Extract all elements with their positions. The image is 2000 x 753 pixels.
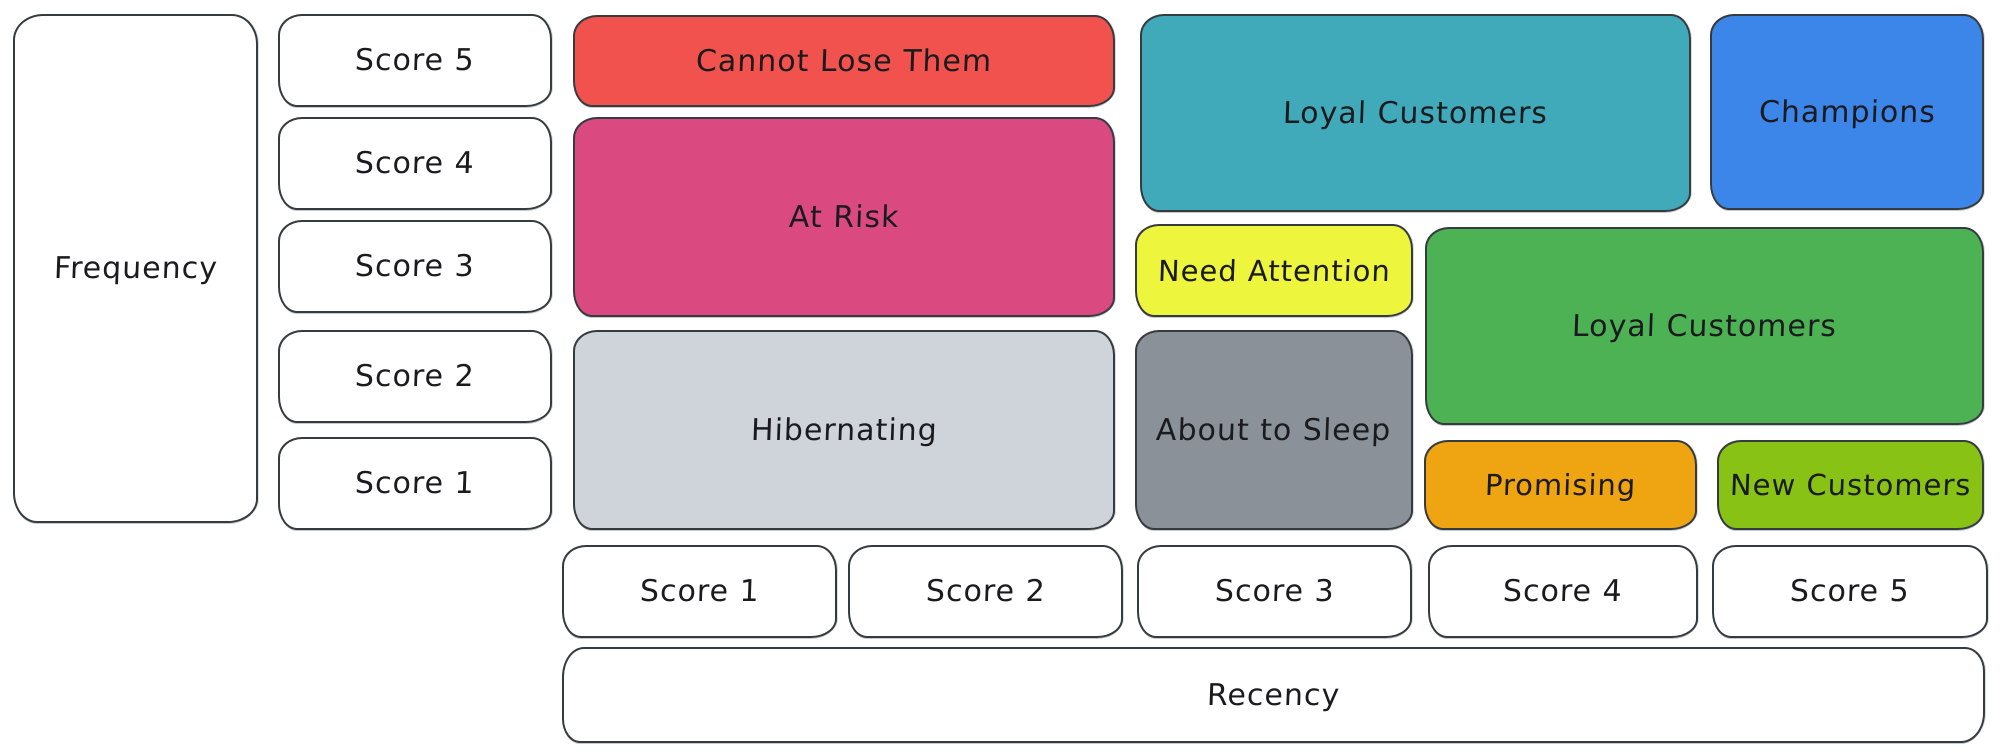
segment-promising: Promising xyxy=(1424,440,1697,530)
frequency-score-5-label: Score 5 xyxy=(354,43,476,78)
segment-loyal-customers-top: Loyal Customers xyxy=(1140,14,1691,212)
segment-label: Promising xyxy=(1484,468,1637,502)
segment-about-to-sleep: About to Sleep xyxy=(1135,330,1413,530)
segment-champions: Champions xyxy=(1710,14,1984,210)
frequency-score-3-box: Score 3 xyxy=(278,220,552,313)
segment-label: New Customers xyxy=(1729,468,1972,502)
recency-score-3-label: Score 3 xyxy=(1214,574,1335,609)
recency-score-2-box: Score 2 xyxy=(848,545,1123,638)
frequency-score-2-box: Score 2 xyxy=(278,330,552,423)
recency-axis-label-box: Recency xyxy=(562,647,1985,743)
segment-need-attention: Need Attention xyxy=(1135,224,1413,317)
frequency-score-2-label: Score 2 xyxy=(354,359,476,394)
recency-score-4-box: Score 4 xyxy=(1428,545,1698,638)
frequency-axis-label: Frequency xyxy=(52,251,219,286)
frequency-score-1-label: Score 1 xyxy=(354,466,476,501)
segment-label: Champions xyxy=(1757,94,1937,130)
segment-label: Hibernating xyxy=(749,412,938,448)
frequency-score-4-label: Score 4 xyxy=(354,146,476,181)
frequency-axis-label-box: Frequency xyxy=(13,14,258,523)
segment-label: Need Attention xyxy=(1156,253,1392,288)
segment-label: Cannot Lose Them xyxy=(695,43,993,79)
segment-label: Loyal Customers xyxy=(1571,308,1838,344)
frequency-score-4-box: Score 4 xyxy=(278,117,552,210)
segment-label: About to Sleep xyxy=(1155,412,1393,448)
segment-loyal-customers-mid: Loyal Customers xyxy=(1425,227,1984,425)
frequency-score-5-box: Score 5 xyxy=(278,14,552,107)
recency-score-1-box: Score 1 xyxy=(562,545,837,638)
frequency-score-1-box: Score 1 xyxy=(278,437,552,530)
recency-score-3-box: Score 3 xyxy=(1137,545,1412,638)
recency-score-5-box: Score 5 xyxy=(1712,545,1988,638)
frequency-score-3-label: Score 3 xyxy=(354,249,476,284)
recency-axis-label: Recency xyxy=(1206,677,1341,713)
recency-score-1-label: Score 1 xyxy=(639,574,760,609)
segment-at-risk: At Risk xyxy=(573,117,1115,317)
recency-score-5-label: Score 5 xyxy=(1789,574,1911,609)
segment-hibernating: Hibernating xyxy=(573,330,1115,530)
segment-label: At Risk xyxy=(788,199,900,235)
segment-new-customers: New Customers xyxy=(1717,440,1984,530)
segment-label: Loyal Customers xyxy=(1282,95,1549,131)
recency-score-2-label: Score 2 xyxy=(925,574,1046,609)
segment-cannot-lose-them: Cannot Lose Them xyxy=(573,15,1115,107)
recency-score-4-label: Score 4 xyxy=(1502,574,1624,609)
